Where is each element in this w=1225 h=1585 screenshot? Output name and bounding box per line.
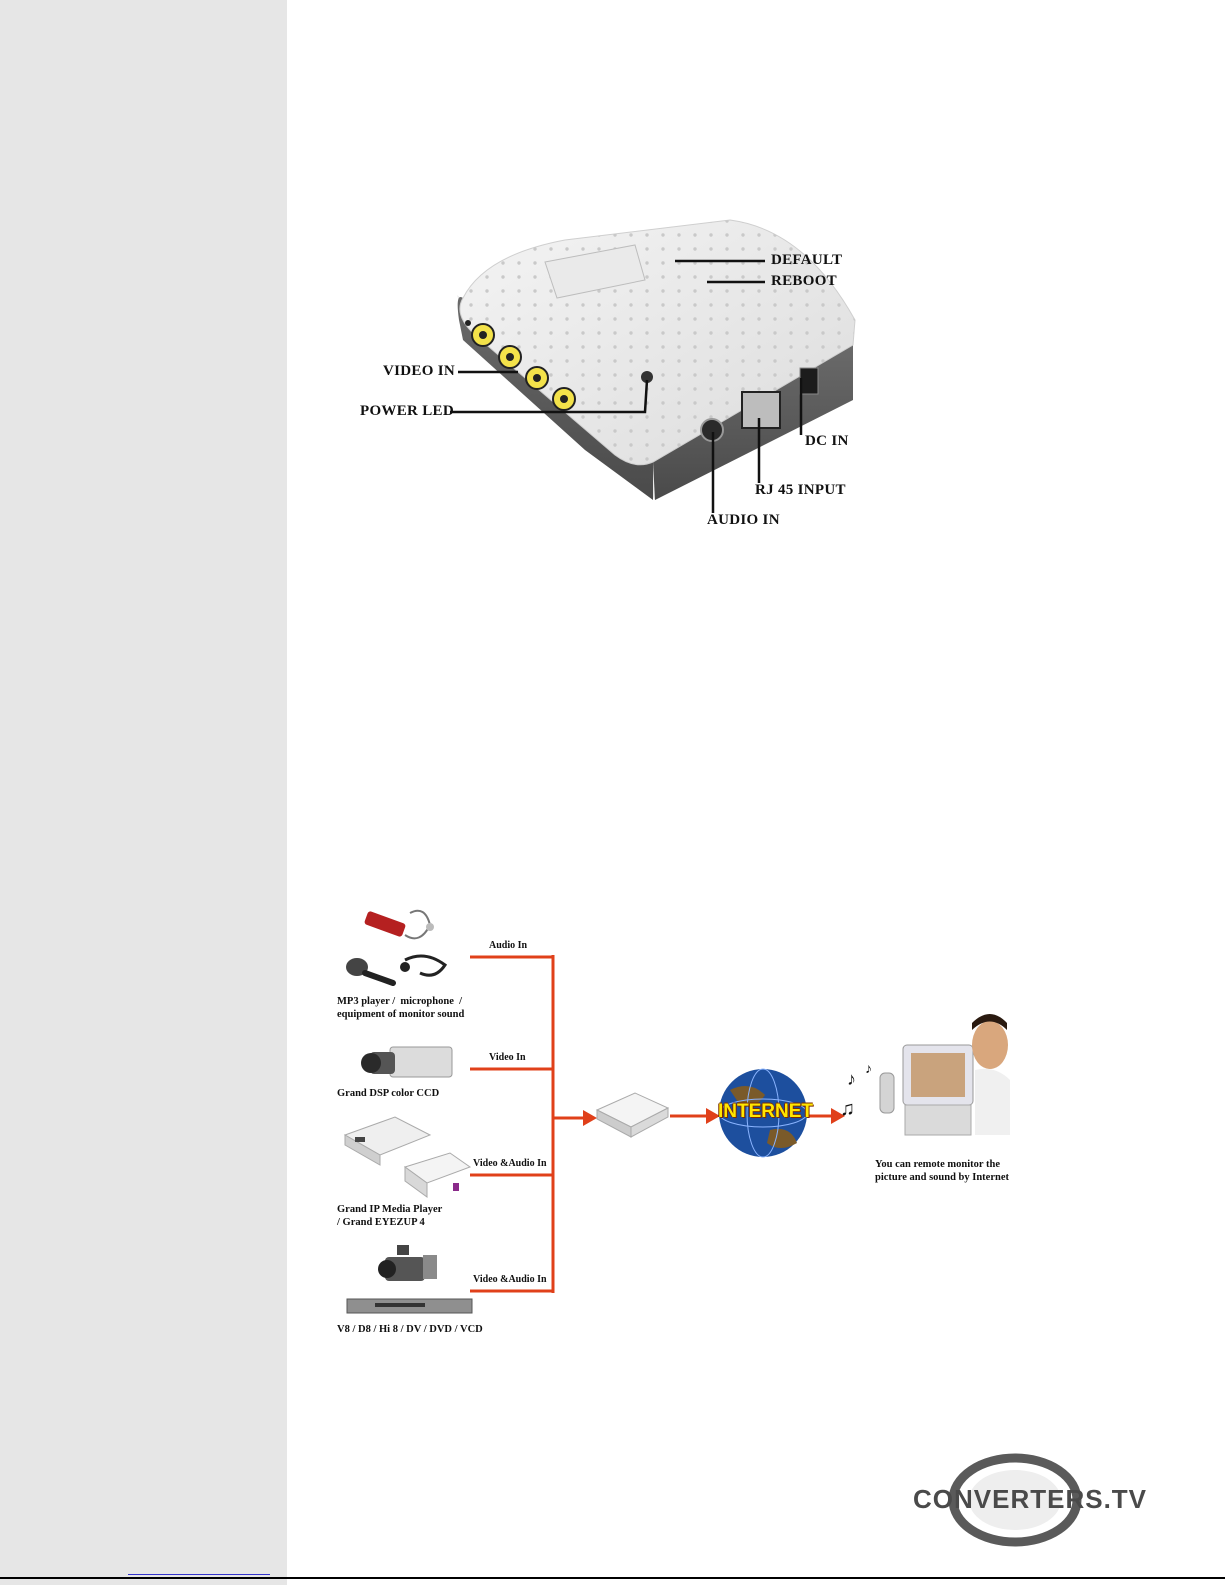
converters-tv-logo: CONVERTERS.TV <box>905 1450 1165 1560</box>
rca-jacks <box>465 320 576 411</box>
label-audio-in-line: Audio In <box>489 940 528 951</box>
footer-rule <box>0 1577 1225 1579</box>
music-notes-icon: ♪ ♫ ♪ <box>840 1062 872 1120</box>
label-dc-in: DC IN <box>805 433 849 449</box>
label-rj45-input: RJ 45 INPUT <box>755 482 846 498</box>
power-led-dot <box>641 371 653 383</box>
footer-link-underline[interactable] <box>128 1574 270 1575</box>
label-video-audio-in-line-1: Video &Audio In <box>473 1158 547 1169</box>
connection-diagram: ♪ ♫ ♪ Audio In Video In Video &Audio In … <box>335 905 1025 1355</box>
caption-camcorder: V8 / D8 / Hi 8 / DV / DVD / VCD <box>337 1324 483 1335</box>
media-player-image <box>343 1116 472 1198</box>
label-power-led: POWER LED <box>360 403 454 419</box>
dvd-player-image <box>346 1298 473 1314</box>
internet-globe-icon <box>718 1068 808 1158</box>
microphone-image <box>346 958 396 986</box>
caption-audio-sources: MP3 player / microphone / equipment of m… <box>337 996 465 1020</box>
headset-image <box>400 954 448 977</box>
caption-ccd: Grand DSP color CCD <box>337 1088 440 1099</box>
label-video-in-line: Video In <box>489 1052 526 1063</box>
logo-swoosh <box>948 1453 1082 1547</box>
logo-text: CONVERTERS.TV <box>913 1484 1148 1514</box>
dc-port <box>799 367 819 395</box>
svg-text:♫: ♫ <box>840 1098 855 1120</box>
internet-label: INTERNET <box>718 1101 813 1122</box>
caption-remote-monitor: You can remote monitor the picture and s… <box>875 1159 1009 1183</box>
page-sidebar <box>0 0 287 1585</box>
arrow-heads <box>583 1108 845 1126</box>
camcorder-image <box>378 1245 437 1281</box>
diagram-graphics: ♪ ♫ ♪ <box>343 909 1010 1314</box>
connector-lines <box>470 955 835 1293</box>
remote-monitor-image <box>879 1014 1010 1136</box>
label-reboot: REBOOT <box>771 273 837 289</box>
label-audio-in: AUDIO IN <box>707 512 780 528</box>
label-default: DEFAULT <box>771 252 843 268</box>
label-video-audio-in-line-2: Video &Audio In <box>473 1274 547 1285</box>
caption-media-player: Grand IP Media Player / Grand EYEZUP 4 <box>337 1204 443 1228</box>
ccd-camera-image <box>361 1046 453 1078</box>
network-device-image <box>595 1092 670 1138</box>
mp3-player-image <box>364 909 434 940</box>
svg-text:♪: ♪ <box>847 1069 856 1089</box>
device-illustration <box>450 219 856 513</box>
device-figure: DEFAULT REBOOT VIDEO IN POWER LED DC IN … <box>335 200 945 575</box>
label-video-in: VIDEO IN <box>383 363 455 379</box>
rj45-port <box>741 391 781 429</box>
svg-text:♪: ♪ <box>865 1062 872 1077</box>
